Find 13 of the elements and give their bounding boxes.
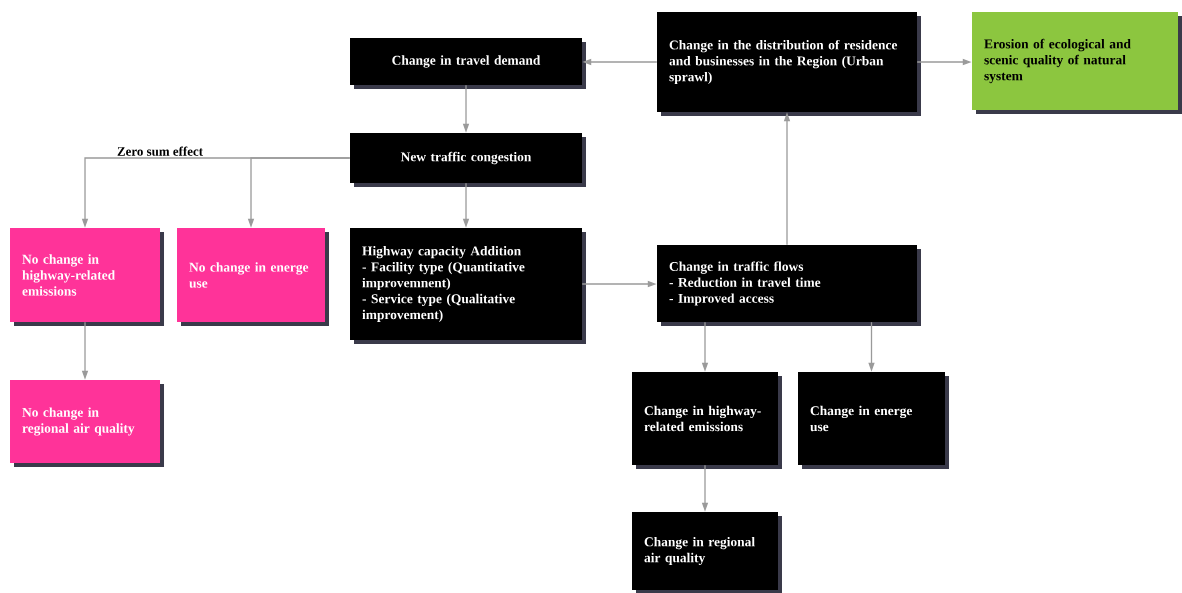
process-box: Change in travel demand	[350, 38, 586, 89]
process-box: Highway capacity Addition - Facility type (Quantitative improvemnent) - Service type (Qualitative improvement)	[350, 228, 586, 344]
process-box: Change in regional air quality	[632, 512, 782, 593]
process-box: New traffic congestion	[350, 133, 586, 187]
outcome-box: No change in highway-related emissions	[10, 228, 164, 326]
outcome-box: No change in energe use	[177, 228, 329, 326]
outcome-box: Erosion of ecological and scenic quality of natural system	[972, 12, 1182, 114]
outcome-box: No change in regional air quality	[10, 380, 164, 467]
process-box: Change in the distribution of residence and businesses in the Region (Urban sprawl)	[657, 12, 921, 116]
process-box: Change in highway-related emissions	[632, 372, 782, 469]
process-box: Change in traffic flows - Reduction in travel time - Improved access	[657, 245, 921, 326]
edge-label: Zero sum effect	[116, 145, 205, 157]
process-box: Change in energe use	[798, 372, 949, 469]
